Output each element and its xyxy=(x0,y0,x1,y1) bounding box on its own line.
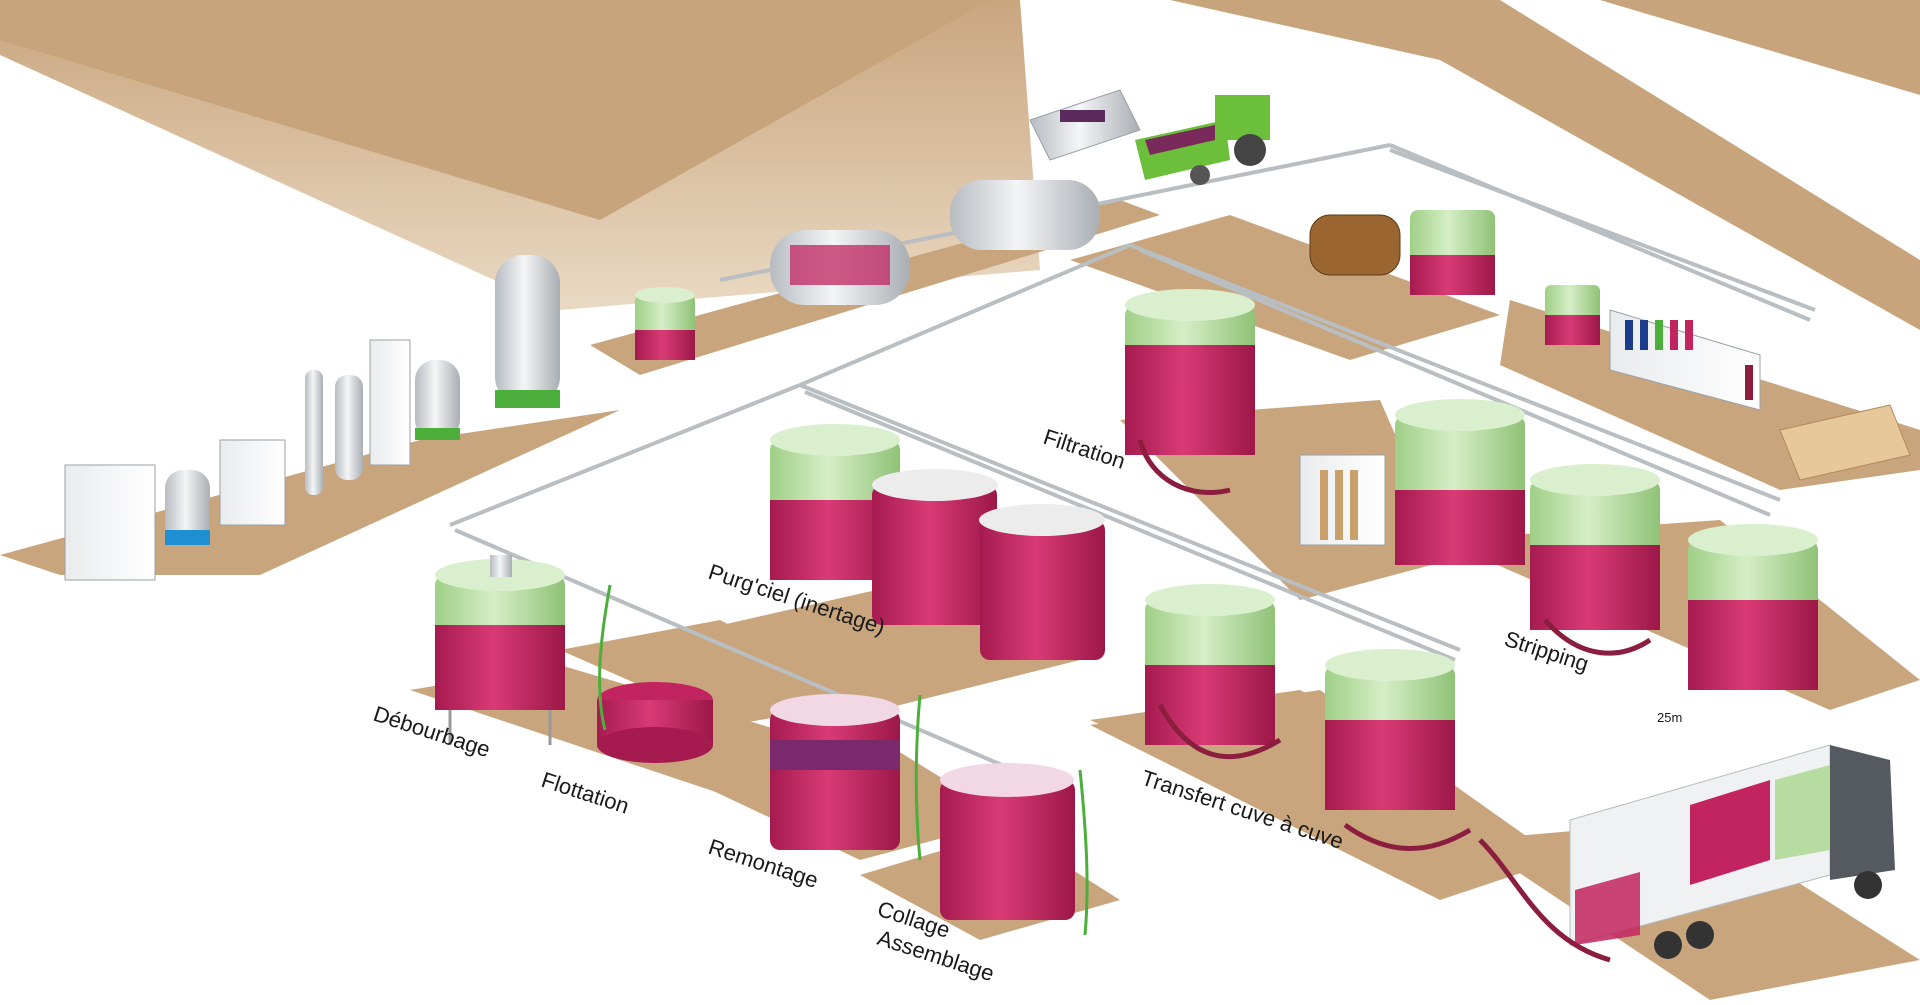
cardboard-boxes xyxy=(1779,404,1911,481)
tank-inertage-3 xyxy=(979,504,1105,660)
tank-inertage-2 xyxy=(872,469,998,625)
tank-flottation xyxy=(597,682,713,763)
tank-stripping-1 xyxy=(1530,464,1660,630)
label-filtration: Filtration xyxy=(1040,424,1128,474)
barrel-tank xyxy=(1410,210,1495,295)
background-floor xyxy=(0,0,1920,330)
press-and-hopper xyxy=(770,89,1141,305)
tank-filtration xyxy=(1125,289,1255,455)
tank-collage xyxy=(940,763,1075,920)
receiving-tank xyxy=(635,287,695,360)
tank-debourbage xyxy=(435,555,565,745)
tank-transfert-2 xyxy=(1325,649,1455,810)
nitrogen-generator-equipment xyxy=(64,255,560,581)
tank-filtration-2 xyxy=(1395,399,1525,565)
label-flottation: Flottation xyxy=(538,767,632,819)
tanker-truck xyxy=(1569,744,1895,959)
barrel xyxy=(1309,214,1401,276)
label-stripping: Stripping xyxy=(1501,626,1591,677)
bottling-line xyxy=(1545,285,1761,411)
tank-transfert-1 xyxy=(1145,584,1275,745)
tractor-with-grape-trailer xyxy=(1135,95,1270,185)
hoses xyxy=(598,439,1652,963)
tank-remontage xyxy=(770,694,900,850)
label-distance: 25m xyxy=(1657,710,1682,725)
filter-unit xyxy=(1299,454,1386,546)
tank-stripping-2 xyxy=(1688,524,1818,690)
